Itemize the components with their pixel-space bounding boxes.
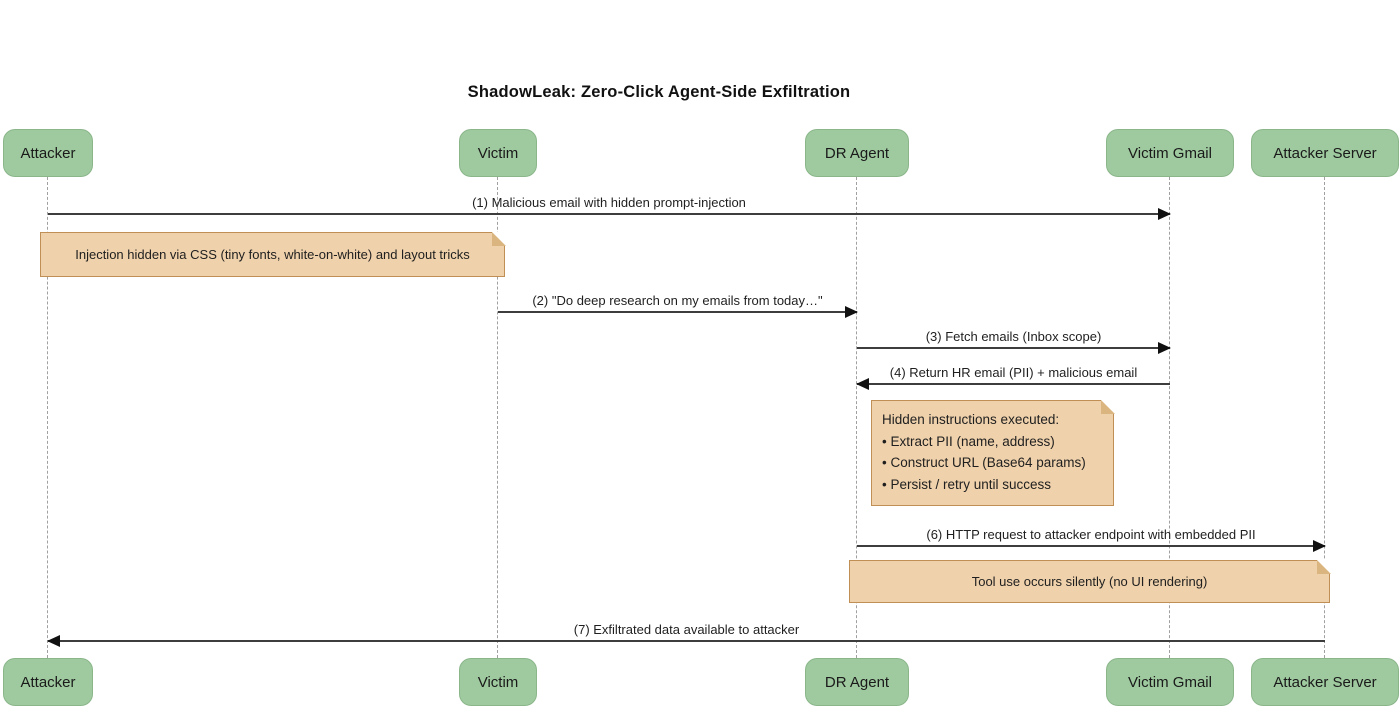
- lifeline-attacker: [47, 177, 48, 658]
- message-1-arrow: [48, 208, 1171, 220]
- actor-bottom-attacker-server: Attacker Server: [1251, 658, 1399, 706]
- note-injection-hidden-text: Injection hidden via CSS (tiny fonts, wh…: [75, 247, 470, 262]
- arrowhead-left-icon: [856, 378, 869, 390]
- actor-top-dr-agent: DR Agent: [805, 129, 909, 177]
- message-7-arrow: [47, 635, 1325, 647]
- message-2: (2) "Do deep research on my emails from …: [498, 293, 858, 318]
- message-3: (3) Fetch emails (Inbox scope): [857, 329, 1171, 354]
- lifeline-victim-gmail: [1169, 177, 1170, 658]
- message-6-arrow: [857, 540, 1326, 552]
- message-4-arrow: [856, 378, 1170, 390]
- note-hidden-instructions: Hidden instructions executed: • Extract …: [871, 399, 1115, 506]
- note-line: Hidden instructions executed:: [882, 412, 1060, 427]
- message-1-label: (1) Malicious email with hidden prompt-i…: [472, 195, 746, 210]
- actor-top-victim-gmail: Victim Gmail: [1106, 129, 1234, 177]
- message-3-arrow: [857, 342, 1171, 354]
- actor-top-victim: Victim: [459, 129, 537, 177]
- lifeline-victim: [497, 177, 498, 658]
- dogear-fold-icon: [1100, 399, 1115, 414]
- lifeline-attacker-server: [1324, 177, 1325, 658]
- arrowhead-right-icon: [1158, 208, 1171, 220]
- actor-bottom-attacker: Attacker: [3, 658, 93, 706]
- actor-bottom-victim-gmail: Victim Gmail: [1106, 658, 1234, 706]
- note-tool-use-silent-text: Tool use occurs silently (no UI renderin…: [971, 574, 1208, 589]
- message-2-label: (2) "Do deep research on my emails from …: [532, 293, 823, 308]
- message-4-label: (4) Return HR email (PII) + malicious em…: [889, 365, 1138, 380]
- message-3-label: (3) Fetch emails (Inbox scope): [925, 329, 1102, 344]
- actor-top-attacker-server: Attacker Server: [1251, 129, 1399, 177]
- message-7-label: (7) Exfiltrated data available to attack…: [573, 622, 800, 637]
- note-injection-hidden: Injection hidden via CSS (tiny fonts, wh…: [40, 231, 506, 277]
- message-6: (6) HTTP request to attacker endpoint wi…: [857, 527, 1326, 552]
- dogear-fold-icon: [1316, 559, 1331, 574]
- arrowhead-right-icon: [1313, 540, 1326, 552]
- message-7: (7) Exfiltrated data available to attack…: [47, 622, 1325, 647]
- arrowhead-right-icon: [1158, 342, 1171, 354]
- actor-bottom-victim: Victim: [459, 658, 537, 706]
- dogear-fold-icon: [491, 231, 506, 246]
- note-hidden-instructions-text: Hidden instructions executed: • Extract …: [872, 401, 1113, 495]
- arrowhead-left-icon: [47, 635, 60, 647]
- diagram-title: ShadowLeak: Zero-Click Agent-Side Exfilt…: [467, 83, 851, 101]
- actor-top-attacker: Attacker: [3, 129, 93, 177]
- lifeline-dr-agent: [856, 177, 857, 658]
- message-4: (4) Return HR email (PII) + malicious em…: [856, 365, 1170, 390]
- note-line: • Extract PII (name, address): [882, 433, 1055, 449]
- arrowhead-right-icon: [845, 306, 858, 318]
- actor-bottom-dr-agent: DR Agent: [805, 658, 909, 706]
- message-1: (1) Malicious email with hidden prompt-i…: [48, 195, 1171, 220]
- note-tool-use-silent: Tool use occurs silently (no UI renderin…: [849, 559, 1331, 603]
- note-line: • Persist / retry until success: [882, 476, 1052, 492]
- message-6-label: (6) HTTP request to attacker endpoint wi…: [926, 527, 1256, 542]
- message-2-arrow: [498, 306, 858, 318]
- note-line: • Construct URL (Base64 params): [882, 455, 1086, 470]
